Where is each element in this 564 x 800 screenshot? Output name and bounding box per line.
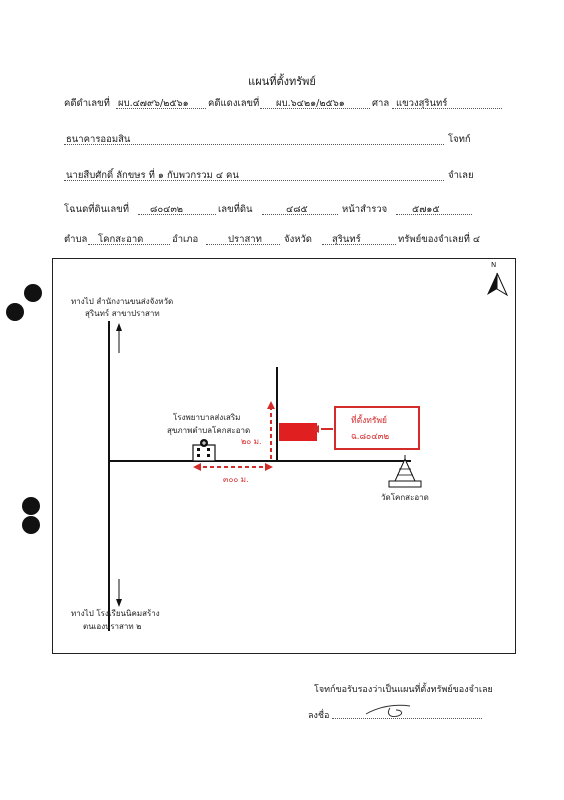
- plaintiff-value: ธนาคารออมสิน: [66, 134, 131, 145]
- subdistrict-label: ตำบล: [64, 234, 88, 245]
- distance-arrow-up-icon: [267, 401, 275, 409]
- land-no-label: เลขที่ดิน: [218, 204, 253, 215]
- to-top-label-2: สุรินทร์ สาขาปราสาท: [85, 309, 160, 318]
- defendant-value: นายสืบศักดิ์ ลักขษร ที่ ๑ กับพวกรวม ๔ คน: [66, 170, 239, 181]
- district-label: อำเภอ: [172, 234, 199, 245]
- survey-value: ๕๗๑๕: [412, 204, 440, 215]
- hospital-icon: [192, 439, 216, 462]
- distance-arrow-left-icon: [193, 463, 201, 471]
- binder-hole: [22, 497, 40, 515]
- signature-mark: [365, 704, 411, 717]
- property-box-label-1: ที่ตั้งทรัพย์: [351, 416, 388, 426]
- red-case-label: คดีแดงเลขที่: [208, 98, 260, 109]
- location-map: ทางไป สำนักงานขนส่งจังหวัด สุรินทร์ สาขา…: [52, 258, 516, 654]
- binder-hole: [24, 284, 42, 302]
- to-bottom-label-1: ทางไป โรงเรียนนิคมสร้าง: [71, 609, 160, 618]
- temple-icon: [388, 455, 422, 488]
- plaintiff-label: โจทก์: [448, 134, 471, 145]
- black-case-label: คดีดำเลขที่: [64, 98, 110, 109]
- left-arrow-icon: [311, 425, 319, 433]
- certify-text: โจทก์ขอรับรองว่าเป็นแผนที่ตั้งทรัพย์ของจ…: [314, 685, 493, 695]
- property-marker: [279, 423, 317, 441]
- hospital-label-2: สุขภาพตำบลโคกสะอาด: [167, 426, 251, 435]
- black-case-value: ผบ.๔๗๙๖/๒๕๖๑: [118, 98, 189, 109]
- province-value: สุรินทร์: [332, 234, 361, 245]
- down-arrow-icon: [116, 599, 122, 607]
- page-title: แผนที่ตั้งทรัพย์: [248, 75, 316, 88]
- deed-value: ๘๐๔๓๒: [150, 204, 184, 215]
- red-case-value: ผบ.๖๔๒๑/๒๕๖๑: [276, 98, 345, 109]
- province-label: จังหวัด: [284, 234, 312, 245]
- land-no-value: ๔๘๕: [286, 204, 308, 215]
- district-value: ปราสาท: [228, 234, 262, 245]
- distance-vertical-label: ๒๐ ม.: [241, 437, 262, 446]
- subdistrict-value: โคกสะอาด: [98, 234, 144, 245]
- hospital-label-1: โรงพยาบาลส่งเสริม: [173, 413, 241, 422]
- property-box-label-2: ฉ.๘๐๔๓๒: [351, 432, 390, 442]
- distance-arrow-right-icon: [265, 463, 273, 471]
- survey-label: หน้าสำรวจ: [342, 204, 388, 215]
- map-drawing: [108, 272, 509, 631]
- distance-horizontal-label: ๓๐๐ ม.: [223, 475, 249, 484]
- north-label: N: [491, 261, 497, 269]
- to-bottom-label-2: ตนเองปราสาท ๒: [83, 622, 142, 631]
- court-value: แขวงสุรินทร์: [396, 98, 448, 109]
- deed-label: โฉนดที่ดินเลขที่: [64, 204, 129, 215]
- temple-label: วัดโคกสะอาด: [381, 493, 429, 502]
- signature-label: ลงชื่อ: [308, 711, 330, 721]
- up-arrow-icon: [116, 323, 122, 331]
- property-callout-box: [334, 406, 420, 450]
- north-arrow-icon: [487, 272, 509, 297]
- defendant-label: จำเลย: [448, 170, 474, 181]
- binder-hole: [6, 303, 24, 321]
- binder-hole: [22, 516, 40, 534]
- to-top-label-1: ทางไป สำนักงานขนส่งจังหวัด: [71, 297, 174, 306]
- property-owner-label: ทรัพย์ของจำเลยที่ ๔: [398, 234, 481, 245]
- court-label: ศาล: [372, 98, 390, 109]
